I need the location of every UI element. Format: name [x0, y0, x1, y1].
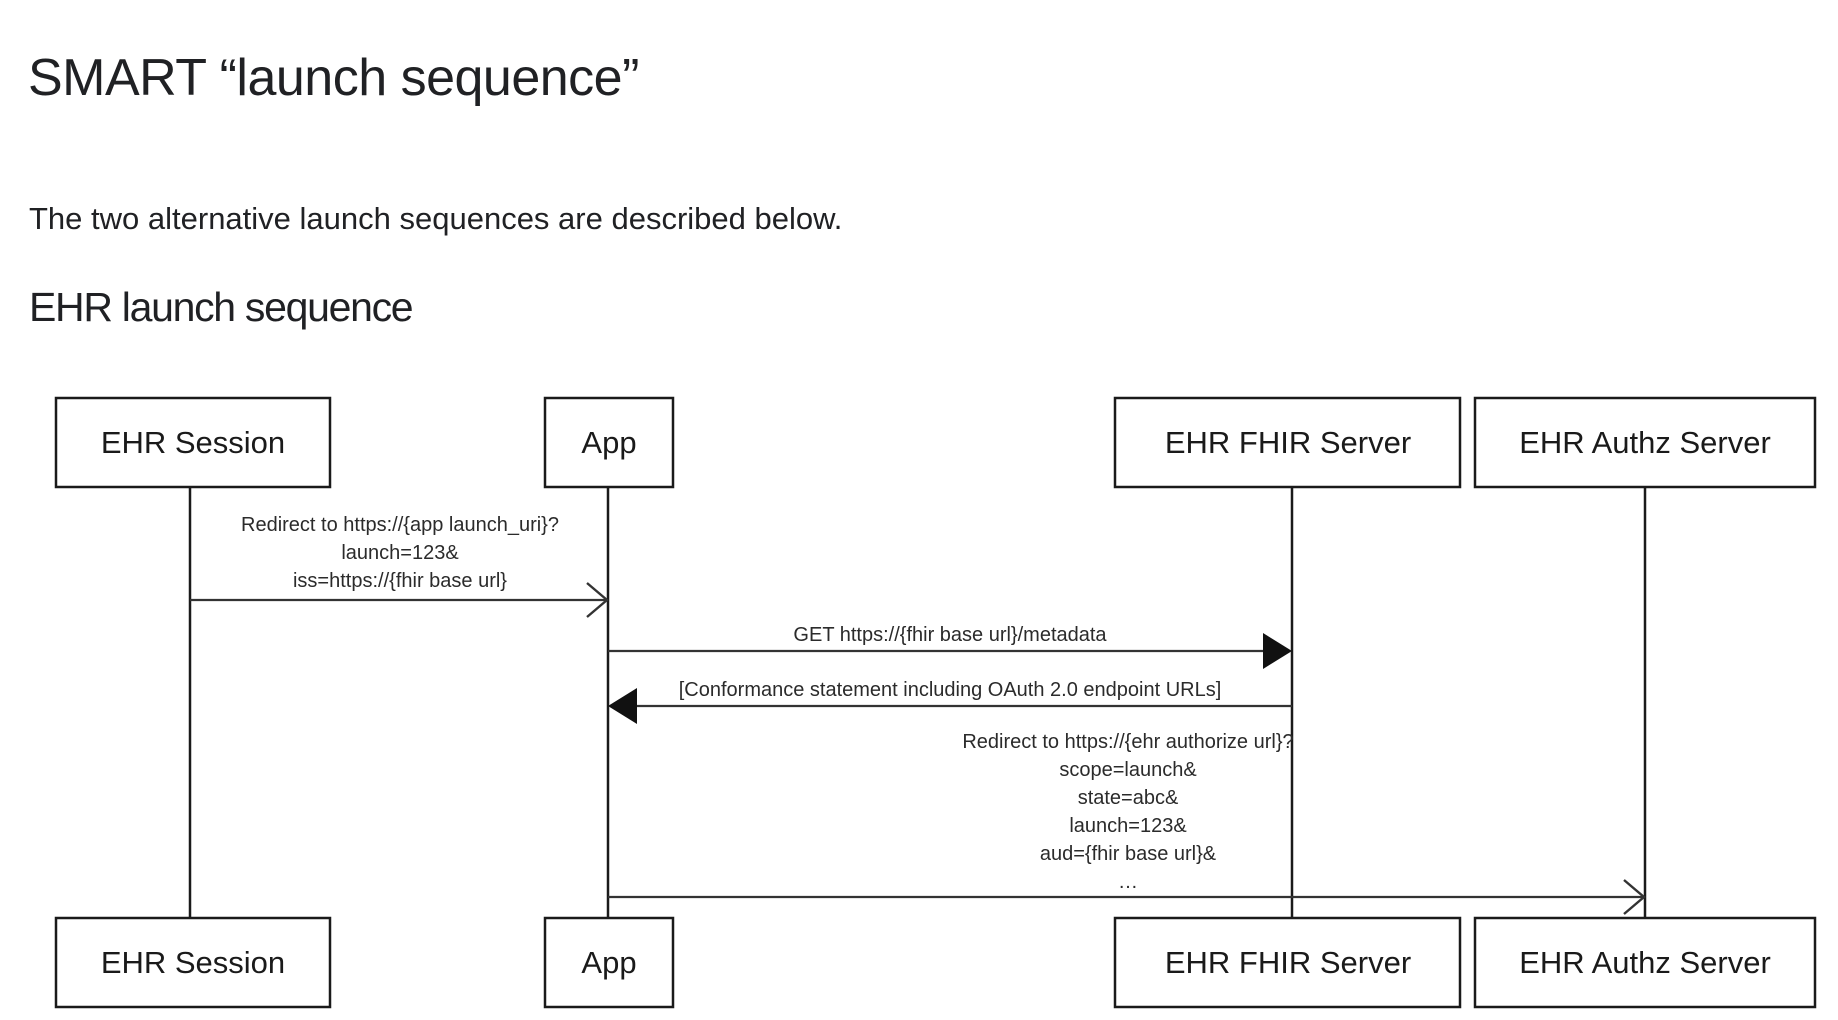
message-label-redirect-app-launch-line-2: launch=123&: [341, 542, 459, 564]
message-label-redirect-authorize-line-6: …: [1118, 871, 1138, 893]
intro-paragraph: The two alternative launch sequences are…: [29, 201, 843, 236]
message-get-metadata: GET https://{fhir base url}/metadata: [608, 624, 1292, 669]
message-label-conformance-statement: [Conformance statement including OAuth 2…: [679, 679, 1222, 701]
participant-box-app-bottom: App: [543, 916, 675, 1009]
message-label-redirect-authorize-line-3: state=abc&: [1078, 787, 1179, 809]
message-label-redirect-authorize-line-5: aud={fhir base url}&: [1040, 843, 1217, 865]
section-heading-ehr-launch-sequence: EHR launch sequence: [29, 284, 414, 331]
message-label-redirect-authorize-line-2: scope=launch&: [1059, 759, 1197, 781]
message-label-redirect-authorize-line-4: launch=123&: [1069, 815, 1187, 837]
participant-box-ehr-session-top: EHR Session: [54, 396, 332, 489]
message-redirect-app-launch: Redirect to https://{app launch_uri}? la…: [190, 514, 609, 618]
message-label-redirect-app-launch-line-1: Redirect to https://{app launch_uri}?: [241, 514, 559, 536]
arrowhead-open-app: [586, 582, 609, 618]
participant-label-app-bottom: App: [581, 945, 636, 980]
participant-box-app-top: App: [543, 396, 675, 489]
participant-box-ehr-session-bottom: EHR Session: [54, 916, 332, 1009]
arrowhead-open-authz-server: [1623, 879, 1646, 915]
participant-label-ehr-session-bottom: EHR Session: [101, 945, 285, 980]
participant-label-app-top: App: [581, 425, 636, 460]
message-conformance-statement: [Conformance statement including OAuth 2…: [608, 679, 1292, 724]
participant-box-ehr-fhir-server-top: EHR FHIR Server: [1113, 396, 1462, 489]
arrowhead-filled-fhir-server: [1263, 633, 1292, 669]
participant-box-ehr-authz-server-top: EHR Authz Server: [1473, 396, 1817, 489]
participant-box-ehr-fhir-server-bottom: EHR FHIR Server: [1113, 916, 1462, 1009]
page-title: SMART “launch sequence”: [28, 48, 639, 107]
participant-label-ehr-authz-server-top: EHR Authz Server: [1519, 425, 1771, 460]
arrowhead-filled-app: [608, 688, 637, 724]
participant-label-ehr-session-top: EHR Session: [101, 425, 285, 460]
participant-label-ehr-fhir-server-bottom: EHR FHIR Server: [1165, 945, 1411, 980]
message-label-redirect-app-launch-line-3: iss=https://{fhir base url}: [293, 570, 507, 592]
message-redirect-authorize: Redirect to https://{ehr authorize url}?…: [608, 731, 1646, 915]
participant-label-ehr-authz-server-bottom: EHR Authz Server: [1519, 945, 1771, 980]
participant-box-ehr-authz-server-bottom: EHR Authz Server: [1473, 916, 1817, 1009]
participant-label-ehr-fhir-server-top: EHR FHIR Server: [1165, 425, 1411, 460]
message-label-redirect-authorize-line-1: Redirect to https://{ehr authorize url}?: [962, 731, 1293, 753]
message-label-get-metadata: GET https://{fhir base url}/metadata: [793, 624, 1107, 646]
